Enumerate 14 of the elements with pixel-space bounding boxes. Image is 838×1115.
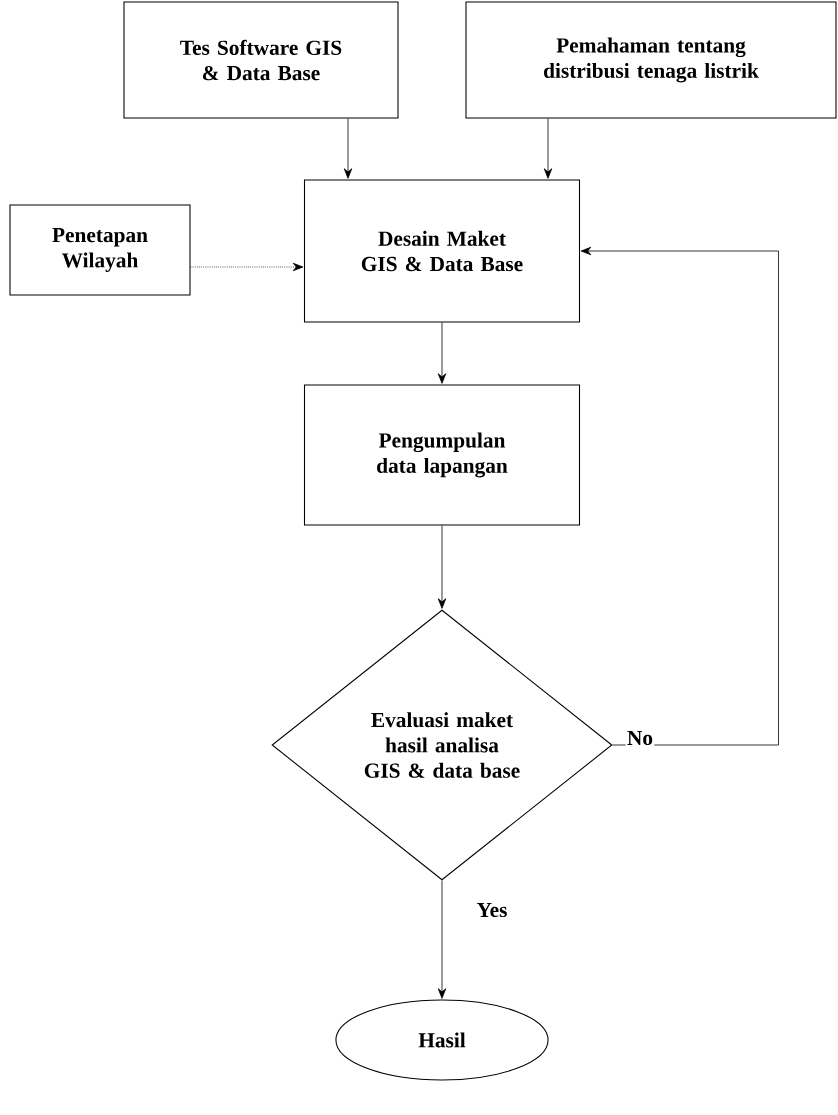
edge-label: Yes bbox=[475, 901, 509, 919]
arrow bbox=[543, 118, 553, 179]
process-box: Pengumpulan data lapangan bbox=[303, 384, 581, 526]
arrow bbox=[190, 262, 304, 272]
edge-label: No bbox=[625, 729, 655, 747]
process-box: Tes Software GIS & Data Base bbox=[123, 1, 399, 119]
arrow bbox=[580, 246, 779, 746]
arrow bbox=[437, 525, 447, 609]
process-box: Pemahaman tentang distribusi tenaga listrik bbox=[465, 1, 837, 119]
process-box: Penetapan Wilayah bbox=[9, 204, 191, 296]
process-box: Desain Maket GIS & Data Base bbox=[303, 179, 581, 323]
arrow bbox=[437, 322, 447, 384]
arrow bbox=[343, 118, 353, 179]
arrow bbox=[437, 880, 447, 999]
